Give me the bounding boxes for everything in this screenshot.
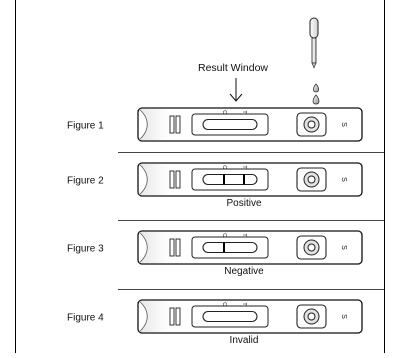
result-window: [202, 241, 258, 254]
test-cassette: C T S: [137, 230, 363, 265]
drop-icon: [313, 83, 319, 93]
test-cassette: C T S: [137, 299, 363, 334]
figure-label: Figure 3: [67, 244, 104, 255]
drop-icon: [312, 94, 320, 105]
figure-row: Figure 4 C T S Invalid: [67, 299, 363, 346]
control-mark-label: C: [221, 110, 227, 114]
test-cassette: C T S: [137, 162, 363, 197]
figure-label: Figure 4: [67, 313, 104, 324]
figure-row: Figure 3 C T S Negative: [67, 230, 363, 277]
test-cassette: C T S: [137, 107, 363, 142]
figure-label: Figure 1: [67, 121, 104, 132]
down-arrow-icon: [229, 78, 243, 102]
sample-mark-label: S: [340, 314, 347, 319]
result-window: [202, 173, 258, 186]
figure-label: Figure 2: [67, 176, 104, 187]
control-mark-label: C: [221, 302, 227, 306]
result-window: [202, 118, 258, 131]
test-mark-label: T: [241, 233, 247, 236]
figure-row: Figure 2 C T S Positive: [67, 162, 363, 209]
test-mark-label: T: [241, 302, 247, 305]
figure-row: Figure 1 C T S: [67, 107, 363, 142]
control-mark-label: C: [221, 165, 227, 169]
result-window-label: Result Window: [198, 62, 268, 74]
test-mark-label: T: [241, 165, 247, 168]
result-caption: Invalid: [230, 335, 259, 346]
result-window: [202, 310, 258, 323]
sample-mark-label: S: [340, 177, 347, 182]
sample-mark-label: S: [340, 122, 347, 127]
result-caption: Negative: [224, 266, 264, 277]
sample-mark-label: S: [340, 245, 347, 250]
dropper-icon: [309, 17, 319, 69]
result-caption: Positive: [226, 198, 261, 209]
test-mark-label: T: [241, 110, 247, 113]
control-mark-label: C: [221, 233, 227, 237]
